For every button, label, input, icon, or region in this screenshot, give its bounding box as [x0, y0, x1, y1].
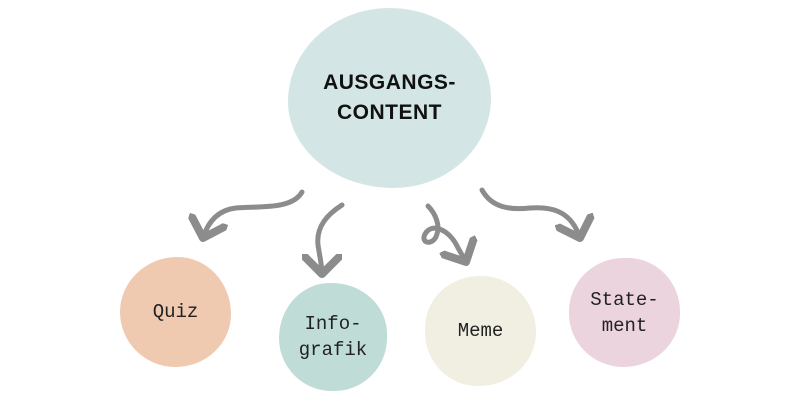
- node-statement-label: State- ment: [590, 288, 659, 337]
- node-meme-label: Meme: [457, 320, 504, 342]
- node-statement: State- ment: [569, 258, 680, 367]
- node-infografik: Info- grafik: [279, 283, 387, 391]
- arrow-to-infografik: [318, 202, 345, 274]
- node-quiz-label: Quiz: [152, 301, 199, 323]
- node-quiz: Quiz: [120, 257, 231, 367]
- center-node-label: AUSGANGS- CONTENT: [323, 71, 456, 124]
- arrow-to-statement: [479, 187, 580, 238]
- center-node: AUSGANGS- CONTENT: [288, 8, 491, 188]
- node-meme: Meme: [425, 276, 536, 386]
- node-infografik-label: Info- grafik: [298, 313, 368, 361]
- arrow-to-quiz: [203, 189, 305, 238]
- arrow-to-meme: [421, 203, 466, 262]
